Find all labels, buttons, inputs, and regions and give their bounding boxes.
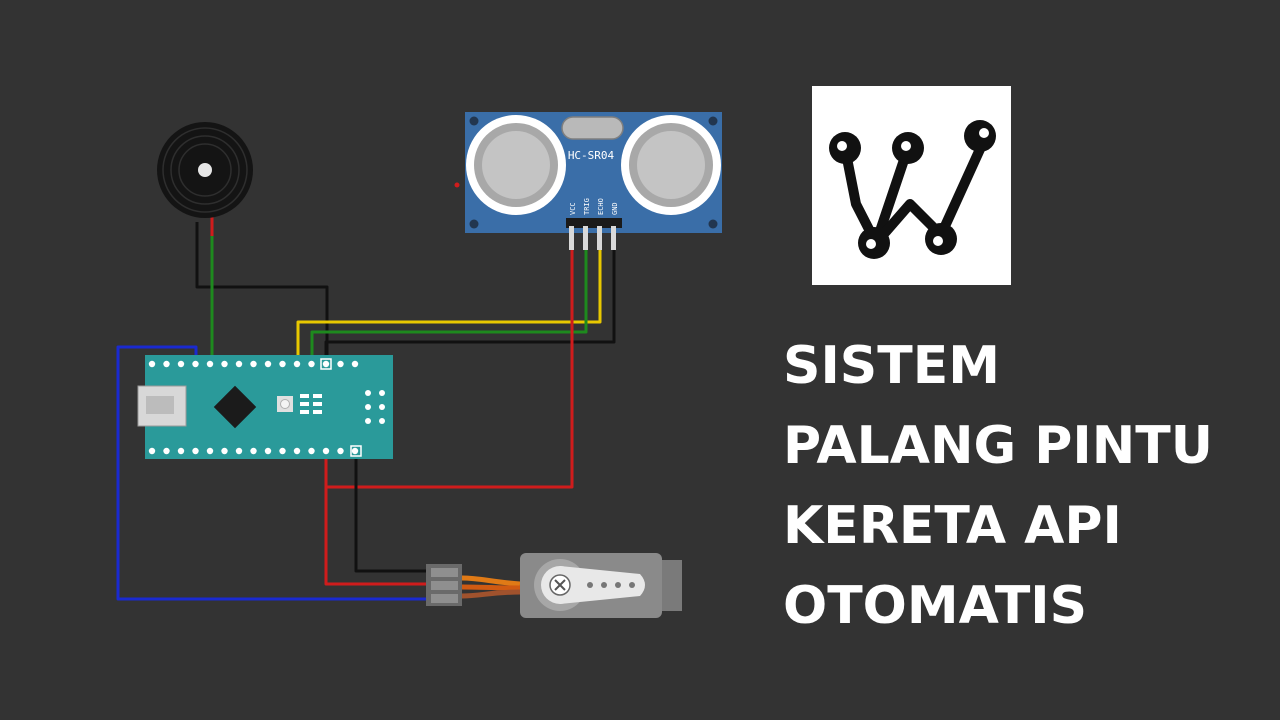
- servo-motor: [426, 553, 682, 618]
- header-pin: [351, 447, 359, 455]
- buzzer: [157, 122, 253, 218]
- header-pin: [235, 447, 243, 455]
- wire-trig: [296, 248, 602, 362]
- header-pin: [351, 360, 359, 368]
- wire-echo: [310, 248, 588, 362]
- title-line-2: PALANG PINTU: [783, 416, 1213, 476]
- header-pin: [337, 447, 344, 455]
- header-pin: [322, 447, 330, 455]
- header-pin: [293, 447, 301, 455]
- arduino-nano: [137, 355, 393, 459]
- header-pin: [177, 360, 185, 368]
- header-pin: [221, 447, 228, 455]
- header-pin: [264, 447, 272, 455]
- wokwi-logo: [812, 86, 1011, 285]
- page-title: SISTEM PALANG PINTU KERETA API OTOMATIS: [783, 326, 1263, 646]
- header-pin: [250, 447, 257, 455]
- header-pin: [322, 360, 330, 368]
- header-pin: [163, 360, 170, 368]
- top-pin-row: [148, 360, 359, 368]
- pin-label-gnd: GND: [611, 202, 619, 215]
- wires: [116, 217, 616, 601]
- pin-label-vcc: VCC: [569, 202, 577, 215]
- wire-servo-signal: [116, 345, 432, 601]
- title-line-1: SISTEM: [783, 336, 1000, 396]
- wokwi-w-logo-icon: [829, 120, 996, 259]
- icsp-header: [365, 390, 385, 424]
- header-pin: [235, 360, 243, 368]
- header-pin: [148, 447, 156, 455]
- bottom-pin-row: [148, 447, 359, 455]
- title-line-4: OTOMATIS: [783, 576, 1088, 636]
- header-pin: [308, 447, 315, 455]
- header-pin: [192, 360, 199, 368]
- header-pin: [148, 360, 156, 368]
- header-pin: [337, 360, 344, 368]
- header-pin: [163, 447, 170, 455]
- pin-label-trig: TRIG: [583, 198, 591, 215]
- header-pin: [221, 360, 228, 368]
- header-pin: [192, 447, 199, 455]
- header-pin: [264, 360, 272, 368]
- wire-sensor-vcc: [324, 248, 574, 489]
- header-pin: [308, 360, 315, 368]
- header-pin: [279, 447, 286, 455]
- wire-servo-gnd: [354, 452, 432, 573]
- header-pin: [250, 360, 257, 368]
- header-pin: [206, 447, 214, 455]
- wire-sensor-gnd: [324, 248, 616, 362]
- header-pin: [279, 360, 286, 368]
- header-pin: [293, 360, 301, 368]
- header-pin: [177, 447, 185, 455]
- wire-buzzer-gnd: [195, 222, 329, 362]
- ultrasonic-sensor: HC-SR04 VCC TRIG ECHO GND: [454, 112, 722, 250]
- title-line-3: KERETA API: [783, 496, 1122, 556]
- sensor-model-label: HC-SR04: [568, 149, 615, 162]
- wire-servo-vcc: [324, 487, 432, 586]
- pin-label-echo: ECHO: [597, 198, 605, 215]
- header-pin: [206, 360, 214, 368]
